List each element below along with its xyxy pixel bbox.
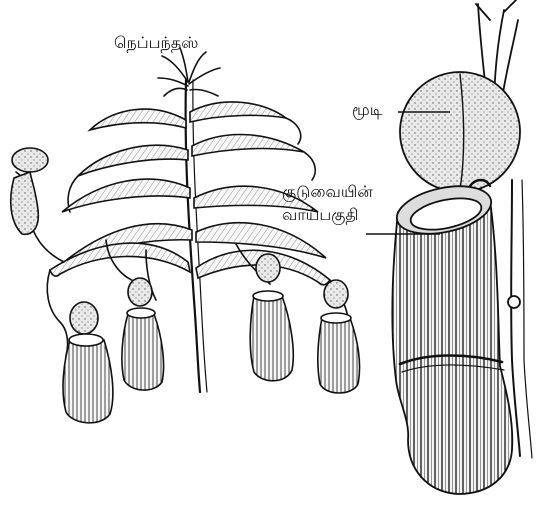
small-pitcher xyxy=(250,254,293,381)
small-pitcher xyxy=(318,280,360,393)
leaf xyxy=(190,102,286,122)
small-pitcher xyxy=(122,278,164,390)
plant-title-label: நெப்பந்தஸ் xyxy=(114,33,198,53)
small-pitcher xyxy=(63,302,113,423)
small-pitcher xyxy=(11,148,48,234)
pitcher-lid xyxy=(400,72,520,192)
tendril xyxy=(47,270,67,356)
lid-label: மூடி xyxy=(352,100,382,120)
pitcher-detail xyxy=(392,0,532,494)
mouth-label-line2: வாய்பகுதி xyxy=(282,205,359,225)
leaf xyxy=(90,109,186,130)
tendril xyxy=(511,180,520,456)
plant-apex xyxy=(158,48,220,96)
nepenthes-plant xyxy=(11,48,360,423)
leaf xyxy=(62,179,190,212)
mouth-label-line1: குடுவையின் xyxy=(282,182,373,202)
leaf xyxy=(192,135,304,156)
pitcher-body xyxy=(392,195,512,494)
leaf xyxy=(78,145,188,176)
